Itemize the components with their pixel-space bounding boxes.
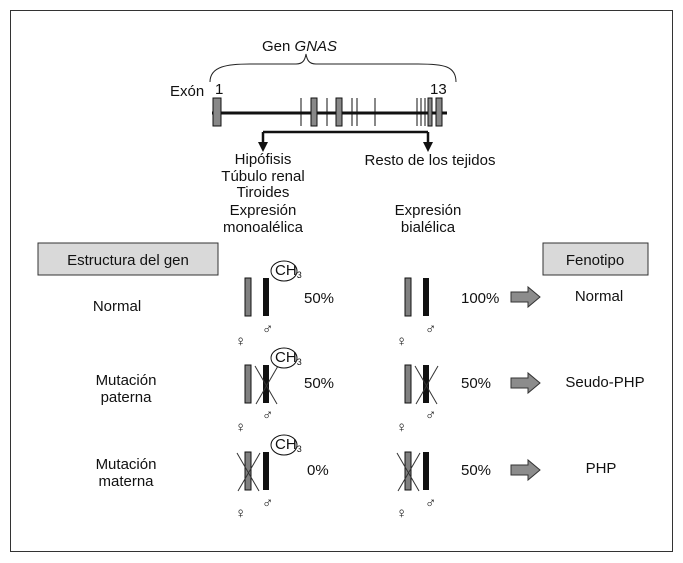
- bi-percent: 50%: [461, 375, 491, 392]
- mutation-cross: [397, 452, 421, 492]
- phenotype-header-box: [542, 242, 649, 276]
- methyl-badge: [270, 260, 298, 282]
- mutation-cross: [236, 452, 260, 492]
- mono-percent: 0%: [307, 462, 329, 479]
- female-symbol: ♀: [396, 505, 407, 522]
- paternal-allele: [263, 278, 269, 316]
- gene-name: GNAS: [295, 38, 338, 55]
- exon-label: Exón: [170, 83, 204, 100]
- gene-title-prefix: Gen: [262, 38, 295, 55]
- mono-percent: 50%: [304, 290, 334, 307]
- male-symbol: ♂: [425, 321, 436, 338]
- structure-header: Estructura del gen: [67, 252, 189, 269]
- tissue-pituitary: Hipófisis: [235, 151, 292, 168]
- methyl-badge: [270, 434, 298, 456]
- row-label-line2: materna: [98, 473, 154, 490]
- female-symbol: ♀: [396, 419, 407, 436]
- row-paternal-mutation: Mutación paterna CH3 ♀ ♂ 50% ♀ ♂ 50% Seu…: [96, 347, 645, 436]
- paternal-allele: [423, 278, 429, 316]
- tissue-rest: Resto de los tejidos: [365, 152, 496, 169]
- female-symbol: ♀: [396, 333, 407, 350]
- female-symbol: ♀: [235, 419, 246, 436]
- row-label-line1: Mutación: [96, 372, 157, 389]
- tissue-renal-tubule: Túbulo renal: [221, 168, 304, 185]
- gene-title: Gen GNAS: [262, 38, 337, 55]
- bi-percent: 50%: [461, 462, 491, 479]
- expression-bi-line2: bialélica: [401, 219, 456, 236]
- phenotype-header: Fenotipo: [566, 252, 624, 269]
- exon-block: [310, 97, 318, 127]
- mutation-cross: [237, 452, 261, 492]
- maternal-allele: [244, 277, 252, 317]
- methyl-label: CH3: [275, 349, 302, 367]
- arrowhead-right: [423, 142, 433, 152]
- female-symbol: ♀: [235, 505, 246, 522]
- phenotype-arrow: [510, 285, 541, 309]
- paternal-allele: [423, 365, 429, 403]
- mutation-cross: [414, 365, 438, 405]
- exon-13: [435, 97, 443, 127]
- row-label: Normal: [93, 298, 141, 315]
- paternal-allele: [263, 452, 269, 490]
- maternal-allele: [404, 364, 412, 404]
- mono-percent: 50%: [304, 375, 334, 392]
- methyl-label: CH3: [275, 436, 302, 454]
- mutation-cross: [415, 365, 439, 405]
- male-symbol: ♂: [262, 321, 273, 338]
- male-symbol: ♂: [425, 495, 436, 512]
- exon-block: [427, 97, 433, 127]
- female-symbol: ♀: [235, 333, 246, 350]
- row-normal: Normal CH3 ♀ ♂ 50% ♀ ♂ 100% Normal: [93, 260, 623, 350]
- methyl-label: CH3: [275, 262, 302, 280]
- arrowhead-left: [258, 142, 268, 152]
- row-maternal-mutation: Mutación materna CH3 ♀ ♂ 0% ♀ ♂ 50% PHP: [96, 434, 617, 522]
- methyl-badge: [270, 347, 298, 369]
- gene-brace: [209, 53, 457, 83]
- gene-track: [212, 97, 447, 127]
- expression-arrows: [258, 130, 433, 152]
- maternal-allele: [244, 451, 252, 491]
- maternal-allele: [404, 277, 412, 317]
- tissue-thyroid: Tiroides: [237, 184, 290, 201]
- expression-bi-line1: Expresión: [395, 202, 462, 219]
- exon-1: [212, 97, 222, 127]
- row-label-line1: Mutación: [96, 456, 157, 473]
- bi-percent: 100%: [461, 290, 499, 307]
- phenotype-php: PHP: [586, 460, 617, 477]
- structure-header-box: [37, 242, 219, 276]
- maternal-allele: [404, 451, 412, 491]
- phenotype-normal: Normal: [575, 288, 623, 305]
- expression-mono-line1: Expresión: [230, 202, 297, 219]
- row-label-line2: paterna: [101, 389, 153, 406]
- phenotype-arrow: [510, 371, 541, 395]
- male-symbol: ♂: [262, 407, 273, 424]
- paternal-allele: [263, 365, 269, 403]
- maternal-allele: [244, 364, 252, 404]
- male-symbol: ♂: [262, 495, 273, 512]
- exon-first-number: 1: [215, 81, 223, 98]
- figure-frame: [10, 10, 673, 552]
- paternal-allele: [423, 452, 429, 490]
- phenotype-pseudo-php: Seudo-PHP: [565, 374, 644, 391]
- mutation-cross: [255, 365, 279, 405]
- exon-last-number: 13: [430, 81, 447, 98]
- male-symbol: ♂: [425, 407, 436, 424]
- mutation-cross: [254, 365, 278, 405]
- mutation-cross: [396, 452, 420, 492]
- phenotype-arrow: [510, 458, 541, 482]
- exon-block: [335, 97, 343, 127]
- expression-mono-line2: monoalélica: [223, 219, 304, 236]
